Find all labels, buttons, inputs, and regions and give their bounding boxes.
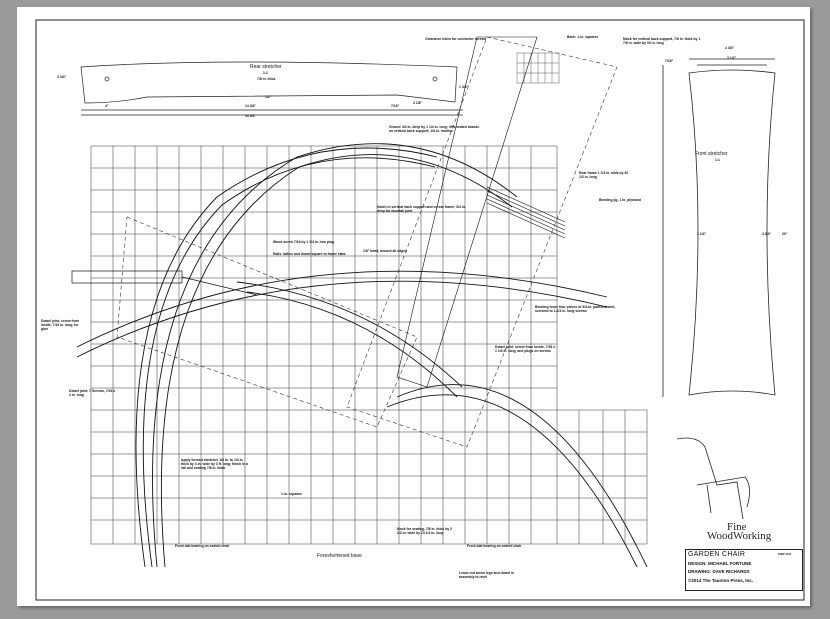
- back-grid: [516, 52, 560, 84]
- callout-clearance-holes: Clearance holes for connector screws: [425, 37, 487, 41]
- callout-rails: Rails: lattice and dowel square to frame…: [273, 252, 346, 256]
- plan-drawing: [35, 19, 805, 601]
- fine-woodworking-logo: Fine WoodWorking: [707, 521, 772, 542]
- title-block: GARDEN CHAIR FWW 1234 DESIGN: MICHAEL FO…: [685, 549, 803, 591]
- title-block-drawing: DRAWING: DAVE RICHARDS: [688, 569, 750, 574]
- rear-stretcher-scale: 1:1: [263, 71, 268, 75]
- rear-stretcher-dim-overall: 23 3/4": [245, 114, 257, 118]
- logo-line2: WoodWorking: [707, 530, 772, 542]
- front-stretcher-title: Front stretcher: [695, 151, 728, 157]
- chair-thumbnail: [676, 437, 750, 520]
- front-stretcher-dim-right: 3 3/4": [762, 232, 772, 236]
- callout-back-squares: Back: 1-in. squares: [567, 35, 599, 39]
- rear-stretcher-dim-top: 1/2": [265, 95, 272, 99]
- callout-formed-stretcher: Apply formed stretcher 1/8 in. to 1/4 in…: [181, 458, 248, 470]
- callout-dowel-joint-right: Dowel joint, screw from inside, 7/16 x 1…: [495, 345, 556, 353]
- callout-notch: Notch in vertical back support and in re…: [377, 205, 466, 213]
- rear-stretcher-dim-right: 1 3/4": [459, 85, 469, 89]
- callout-rear-frame: Rear frame 1 1/4 in. wide by 30 1/2 in. …: [579, 171, 629, 179]
- callout-bending-jig: Bending jig, 1 in. plywood: [599, 198, 641, 202]
- rear-stretcher-template: [80, 61, 463, 116]
- dashed-outline: [116, 36, 618, 448]
- callout-wood-screw: Wood screw 7/16 by 1 1/4 in. into plug: [273, 240, 334, 244]
- callout-dowel-screws: Dowel joint: 7 Screws, 7/16 x 3 in. long: [69, 389, 116, 397]
- front-stretcher-dim-top-inner: 3 1/2": [727, 56, 737, 60]
- grid-note: 1-in. squares: [281, 492, 302, 496]
- front-stretcher-dim-height: 20": [782, 232, 788, 236]
- seat-band: [71, 270, 258, 296]
- rear-stretcher-dim-left: 4": [105, 104, 109, 108]
- rear-stretcher-dim-height: 3 3/4": [57, 75, 67, 79]
- callout-bending-form: Bending form: four pieces of 3/4-in. par…: [535, 305, 616, 313]
- front-stretcher-dim-top-outer: 4 3/4": [725, 46, 735, 50]
- callout-mock-seating: Mock for seating, 7/8 in. thick by 2 1/2…: [397, 527, 453, 535]
- logo-line1: Fine: [727, 521, 747, 533]
- front-slat-line-label: Front slat bearing on seated chair: [175, 544, 230, 548]
- foreshortened-label: Foreshortened base: [317, 553, 362, 559]
- rear-stretcher-dim-r1: 7/16": [391, 104, 400, 108]
- title-block-copyright: ©2014 The Taunton Press, Inc.: [688, 578, 754, 583]
- title-block-title: GARDEN CHAIR: [688, 551, 746, 558]
- rear-stretcher-note: 7/8 in. thick: [257, 77, 276, 81]
- rear-stretcher-dim-r2: 4 1/8": [413, 101, 423, 105]
- front-stretcher-dim-left: 1 1/4": [697, 232, 707, 236]
- back-slat-bundle: [396, 36, 566, 388]
- callout-dowel-joint-left: Dowel joint, screw from inside, 7/16 in.…: [41, 319, 80, 331]
- callout-leave-out: Leave out arrow legs and dowel in assemb…: [459, 571, 515, 579]
- rear-stretcher-dim-mid: 14 3/4": [245, 104, 257, 108]
- callout-bead: 1/8" bead, around all edges: [363, 249, 408, 253]
- rear-slat-line-label: Front slat bearing on seated chair: [467, 544, 522, 548]
- border: [35, 19, 805, 601]
- rear-stretcher-title: Rear stretcher: [250, 64, 282, 70]
- title-block-number: FWW 1234: [778, 553, 791, 556]
- front-stretcher-dim-small: 7/16": [665, 59, 674, 63]
- front-stretcher-scale: 1:1: [715, 158, 720, 162]
- square-grid: [90, 145, 648, 545]
- callout-vertical-back-support: Mock for vertical back support, 7/8 in. …: [623, 37, 701, 45]
- front-stretcher-template: [662, 58, 776, 397]
- chair-curves: [76, 143, 648, 568]
- drawing-sheet: Rear stretcher 1:1 7/8 in. thick 23 3/4"…: [17, 7, 810, 606]
- title-block-design: DESIGN: MICHAEL FORTUNE: [688, 561, 752, 566]
- callout-groove: Groove 3/4 in. deep by 1 1/4 in. long; r…: [389, 125, 480, 133]
